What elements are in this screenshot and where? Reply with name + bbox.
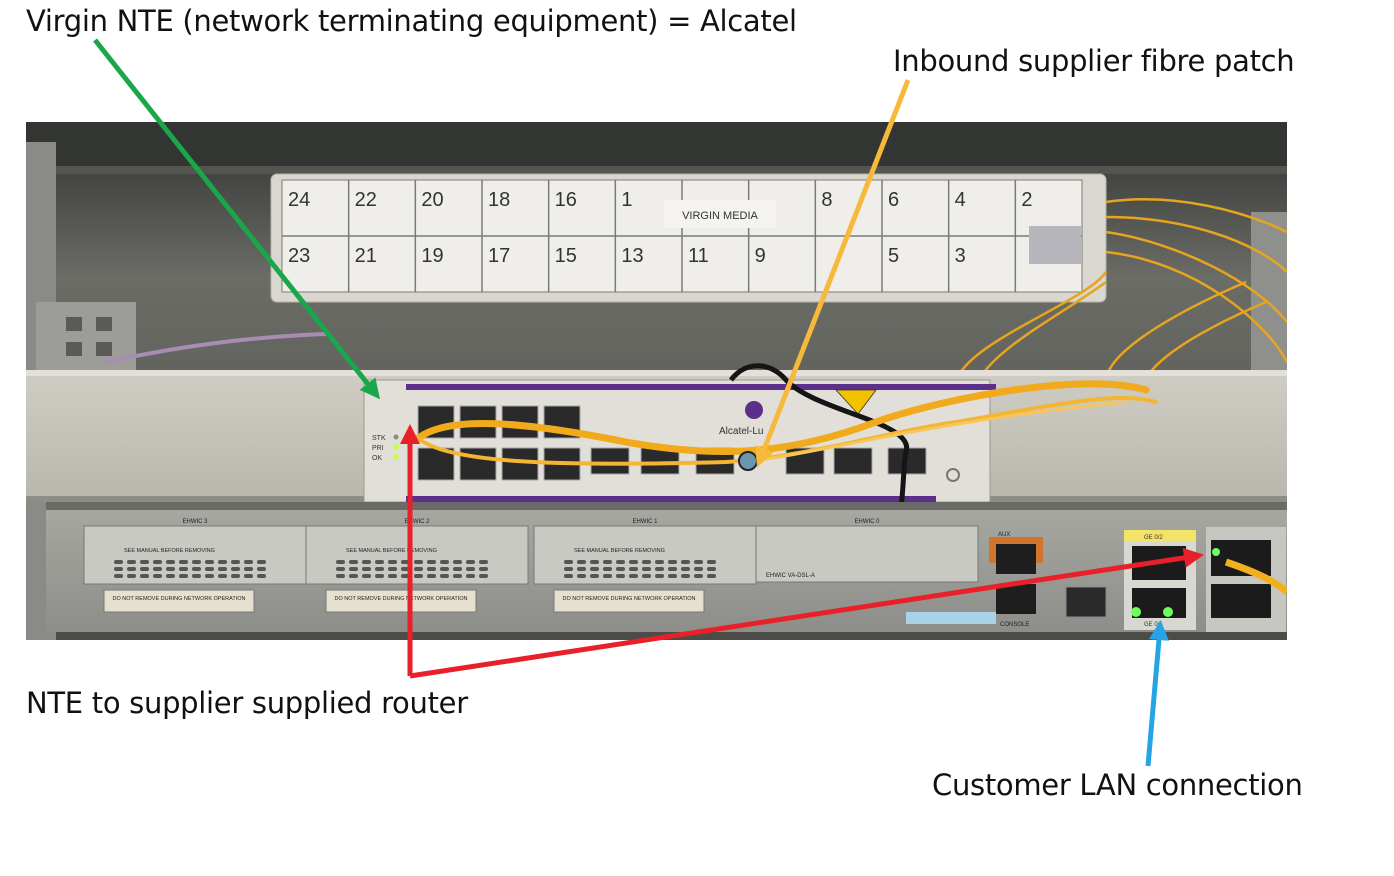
router-notice-text: DO NOT REMOVE DURING NETWORK OPERATION [562,596,695,602]
lan-arrow [1145,620,1169,767]
panel-port-number: 21 [355,245,377,267]
panel-port-number: 5 [888,245,899,267]
router-annotation: NTE to supplier supplied router [26,686,468,720]
panel-port-number: 22 [355,189,377,211]
panel-port-number: 23 [288,245,310,267]
router-notice-text: DO NOT REMOVE DURING NETWORK OPERATION [112,596,245,602]
router-warning-text: SEE MANUAL BEFORE REMOVING [124,548,215,554]
nte-sfp-port [590,447,630,475]
rack-right-rail [1251,212,1287,382]
nte-annotation: Virgin NTE (network terminating equipmen… [26,4,797,38]
svg-text:GE 0/1: GE 0/1 [1144,622,1163,628]
panel-port-number: 2 [1021,189,1032,211]
nte-ethernet-port [501,447,539,481]
router-slot-label: EHWIC 1 [632,519,658,525]
lan-annotation: Customer LAN connection [932,768,1303,802]
nte-sfp-port [833,447,873,475]
fibre-annotation: Inbound supplier fibre patch [893,44,1295,78]
svg-text:GE 0/2: GE 0/2 [1144,535,1163,541]
panel-port-number: 18 [488,189,510,211]
panel-port-number: 1 [621,189,632,211]
fibre-bundle [954,198,1287,403]
panel-port-number: 8 [821,189,832,211]
svg-text:CONSOLE: CONSOLE [1000,622,1029,628]
panel-port-number: 4 [955,189,966,211]
router-warning-text: SEE MANUAL BEFORE REMOVING [574,548,665,554]
router-module-label: EHWIC VA-DSL-A [766,573,815,579]
svg-text:AUX: AUX [998,532,1010,538]
panel-port-number: 24 [288,189,310,211]
panel-port-number: 16 [555,189,577,211]
panel-port-number: 19 [421,245,443,267]
panel-port-number: 9 [755,245,766,267]
rack-top-bar [26,122,1287,166]
nte-brand: Alcatel-Lu [719,426,763,437]
router-warning-text: SEE MANUAL BEFORE REMOVING [346,548,437,554]
nte-led-pri: PRI [372,445,384,452]
nte-ethernet-port [459,447,497,481]
panel-port-number: 17 [488,245,510,267]
patch-panel-brand: VIRGIN MEDIA [682,210,758,222]
router-slot: EHWIC 3 SEE MANUAL BEFORE REMOVING DO NOT … [83,519,307,613]
nte-led-ok: OK [372,455,382,462]
panel-port-number: 11 [688,245,709,267]
nte-led-stk: STK [372,435,386,442]
panel-port-number: 15 [555,245,577,267]
panel-port-number: 13 [621,245,643,267]
panel-port-number: 6 [888,189,899,211]
panel-port-number: 20 [421,189,443,211]
router-slot-label: EHWIC 2 [404,519,430,525]
panel-port-number: 3 [955,245,966,267]
router-slot-label: EHWIC 3 [182,519,208,525]
router-slot-label: EHWIC 0 [854,519,880,525]
cisco-router: EHWIC 3 SEE MANUAL BEFORE REMOVING DO NOT … [46,502,1287,632]
router-notice-text: DO NOT REMOVE DURING NETWORK OPERATION [334,596,467,602]
